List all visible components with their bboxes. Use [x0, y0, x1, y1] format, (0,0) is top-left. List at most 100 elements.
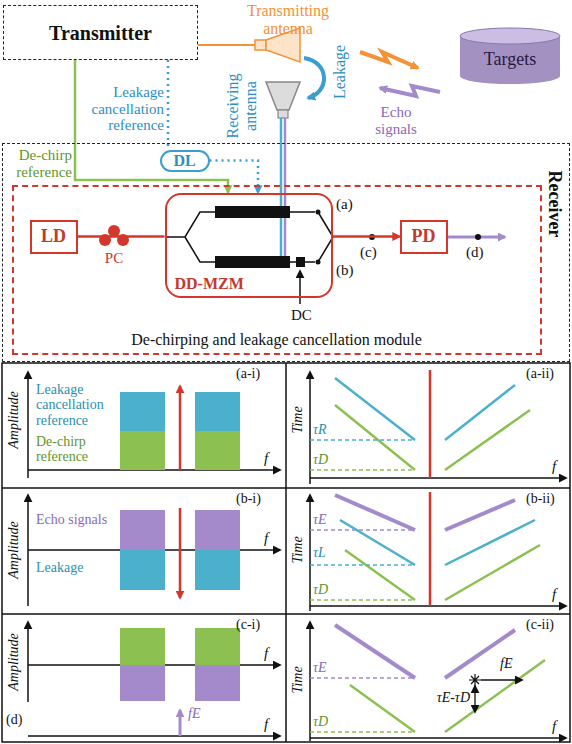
chirp-line	[335, 405, 415, 470]
chirp-line	[445, 520, 535, 565]
chirp-line	[445, 410, 530, 470]
figure-label: (c)	[360, 244, 377, 261]
chirp-line	[335, 378, 415, 440]
echo-wave-arrow	[380, 86, 440, 96]
node-text: De-chirping and leakage cancellation mod…	[14, 331, 540, 349]
figure-label: (c-i)	[236, 617, 260, 632]
echo-band	[195, 665, 240, 701]
vertical-axis	[309, 622, 311, 741]
signal-connector	[210, 161, 259, 193]
point-d-dot	[475, 234, 481, 240]
echo-feed	[284, 118, 287, 256]
laser-diode: LD	[30, 220, 78, 254]
leakage-arrow	[304, 58, 324, 98]
echo-band	[195, 510, 240, 550]
signal-connector	[78, 235, 165, 238]
figure-label: f	[264, 645, 268, 662]
delay-guide	[310, 731, 415, 733]
delay-guide	[310, 529, 415, 531]
leakage-band	[195, 550, 240, 590]
figure-label: Amplitude	[6, 391, 21, 449]
signal-connector	[167, 60, 170, 150]
tx-feed-line	[198, 44, 255, 46]
illustration	[2, 28, 570, 742]
edge-label: Leakage cancellation reference	[86, 84, 164, 134]
figure-label: (b-ii)	[526, 491, 555, 506]
panel-frame	[2, 363, 570, 742]
figure-label: τR	[313, 422, 327, 437]
figure-label: Echo signals	[36, 512, 116, 527]
module-box: De-chirping and leakage cancellation mod…	[12, 185, 542, 355]
figure-label: Time	[290, 406, 305, 433]
chirp-line	[345, 550, 415, 600]
figure-label: fE	[188, 706, 200, 721]
figure-label: (b)	[336, 262, 354, 279]
figure-label: τL	[313, 545, 326, 560]
lower-electrode	[215, 256, 290, 268]
vertical-axis	[309, 372, 311, 484]
f-axis	[310, 737, 566, 739]
figure-label: (a-ii)	[526, 366, 554, 381]
vertical-axis	[309, 495, 311, 611]
panel-divider	[2, 613, 570, 615]
frequency-arrow	[481, 679, 522, 680]
transmitter-box: Transmitter	[3, 5, 198, 60]
delay-guide	[310, 439, 415, 441]
target-cylinder-top	[460, 28, 560, 44]
tx-horn-neck	[255, 40, 266, 50]
pc-loop	[108, 225, 120, 237]
delay-line: DL	[160, 150, 210, 172]
panel-divider	[2, 487, 570, 489]
upper-electrode	[215, 206, 290, 218]
node-text: LD	[41, 227, 66, 247]
edge-label: De-chirp reference	[4, 147, 72, 180]
figure-label: (d)	[466, 244, 484, 261]
figure-label: Amplitude	[6, 521, 21, 579]
figure-label: PC	[99, 250, 129, 267]
dd-mzm-box: DD-MZM	[165, 193, 333, 298]
figure-label: f	[264, 450, 268, 467]
f-axis	[28, 735, 280, 737]
figure-label: f	[552, 586, 556, 603]
connectors	[75, 60, 400, 237]
leakage-reference-band	[120, 392, 165, 431]
panel-divider	[285, 363, 287, 742]
transmit-wave-arrow	[360, 52, 418, 68]
de-chirp-band	[195, 628, 240, 665]
leakage-feed	[280, 118, 283, 256]
f-axis	[310, 605, 566, 607]
figure-label: τD	[313, 452, 328, 467]
echo-band	[120, 510, 165, 550]
figure-label: τD	[313, 582, 328, 597]
figure-label: fE	[500, 656, 512, 671]
dc-arrow	[299, 271, 301, 304]
delay-guide	[310, 677, 415, 679]
target-cylinder-base	[460, 68, 560, 84]
node-text: Receiver	[544, 171, 564, 238]
vertical-axis	[27, 495, 29, 606]
figure-label: Leakage cancellation reference	[36, 382, 116, 428]
figure-label: (c-ii)	[526, 617, 554, 632]
figure-label: τE	[313, 512, 327, 527]
echo-band	[120, 665, 165, 701]
targets-cylinder: Targets	[460, 28, 560, 84]
beat-tone-arrow	[179, 710, 182, 736]
figure-label: Transmitting antenna	[238, 2, 338, 37]
photodetector: PD	[400, 220, 448, 254]
chirp-line	[445, 545, 540, 600]
figure-label: Amplitude	[6, 633, 21, 691]
figure-label: τD	[313, 714, 328, 729]
figure-label: Echo signals	[360, 104, 432, 137]
crossing-star	[469, 674, 481, 686]
signal-connector	[333, 235, 400, 238]
dc-electrode	[296, 257, 305, 267]
figure-label: τE-τD	[414, 690, 470, 705]
chirp-line	[445, 630, 515, 678]
node-text: Transmitter	[49, 22, 152, 44]
figure-label: τE	[313, 660, 327, 675]
chirp-line	[445, 500, 515, 530]
figure-label: DC	[291, 307, 312, 324]
de-chirp-band	[120, 628, 165, 665]
carrier-line	[429, 370, 432, 478]
